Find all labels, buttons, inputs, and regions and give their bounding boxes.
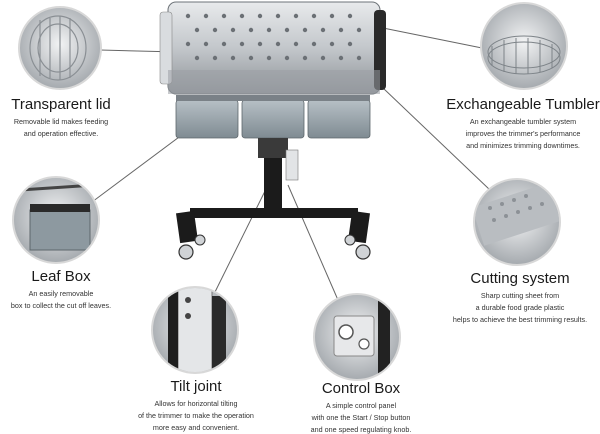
feature-cutting-system: Cutting system Sharp cutting sheet from … [440,270,600,324]
callout-lines [91,27,491,301]
feature-transparent-lid: Transparent lid Removable lid makes feed… [0,96,122,138]
feature-desc-line: Allows for horizontal tilting [154,399,238,408]
feature-title: Cutting system [470,270,570,287]
feature-desc-line: and minimizes trimming downtimes. [466,141,580,150]
feature-title: Tilt joint [170,378,222,395]
stand-frame [175,138,371,244]
feature-exchangeable-tumbler: Exchangeable Tumbler An exchangeable tum… [446,96,600,150]
feature-desc-line: Removable lid makes feeding [13,117,109,126]
detail-tilt-joint [151,286,239,374]
feature-leaf-box: Leaf Box An easily removable box to coll… [0,268,122,310]
feature-desc-line: a durable food grade plastic [475,303,565,312]
casters [178,234,371,260]
feature-desc-line: improves the trimmer's performance [465,129,581,138]
feature-desc-line: and operation effective. [23,129,99,138]
feature-title: Exchangeable Tumbler [446,96,600,113]
detail-exchangeable-tumbler [480,2,568,90]
feature-desc-line: of the trimmer to make the operation [138,411,254,420]
feature-title: Control Box [321,380,401,397]
feature-tilt-joint: Tilt joint Allows for horizontal tilting… [124,378,268,432]
feature-title: Transparent lid [11,96,111,113]
tumbler-drum [159,1,386,95]
feature-desc-line: helps to achieve the best trimming resul… [452,315,588,324]
detail-cutting-system [473,178,561,266]
feature-desc-line: Sharp cutting sheet from [480,291,560,300]
feature-desc-line: A simple control panel [325,401,397,410]
feature-title: Leaf Box [31,268,91,285]
feature-desc-line: An exchangeable tumbler system [469,117,577,126]
feature-desc-line: An easily removable [28,289,94,298]
feature-desc-line: with one the Start / Stop button [311,413,411,422]
detail-transparent-lid [18,6,102,90]
feature-desc-line: box to collect the cut off leaves. [10,301,112,310]
detail-leaf-box [12,176,100,264]
feature-desc-line: and one speed regulating knob. [310,425,412,434]
detail-control-box [313,293,401,381]
feature-desc-line: more easy and convenient. [152,423,240,432]
leaf-bins [175,95,371,139]
